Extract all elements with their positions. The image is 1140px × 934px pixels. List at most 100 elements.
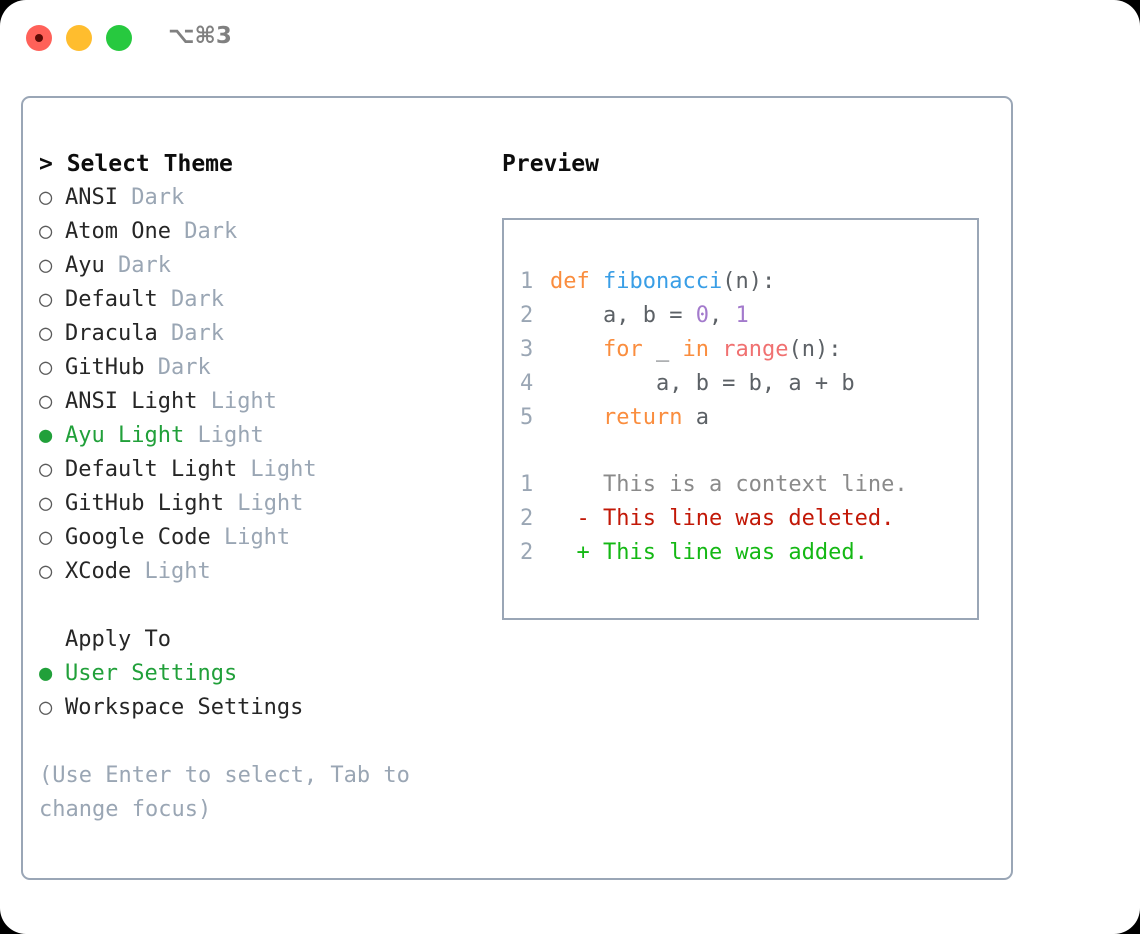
radio-unselected-icon: ○ <box>39 253 53 278</box>
code-token: , <box>708 303 736 328</box>
line-number: 2 <box>520 540 534 565</box>
theme-option[interactable]: ○ GitHub Dark <box>39 351 489 385</box>
theme-variant-tag: Light <box>131 559 211 584</box>
code-token <box>550 405 603 430</box>
maximize-button[interactable] <box>106 25 132 51</box>
apply-to-option[interactable]: ○Workspace Settings <box>39 691 489 725</box>
theme-variant-tag: Dark <box>157 321 224 346</box>
theme-list[interactable]: ○ANSI Dark○Atom One Dark○Ayu Dark○Defaul… <box>39 181 489 589</box>
code-token: 1 <box>735 303 749 328</box>
radio-unselected-icon: ○ <box>39 287 53 312</box>
close-icon <box>35 34 43 42</box>
radio-unselected-icon: ○ <box>39 185 53 210</box>
radio-selected-icon: ● <box>39 661 53 686</box>
theme-name: Google Code <box>65 525 211 550</box>
apply-to-header: Apply To <box>65 627 171 652</box>
diff-line: 2 + This line was added. <box>520 536 971 570</box>
code-token: range <box>722 337 789 362</box>
theme-option[interactable]: ○Ayu Dark <box>39 249 489 283</box>
minimize-button[interactable] <box>66 25 92 51</box>
radio-unselected-icon: ○ <box>39 525 53 550</box>
title-bar: ⌥⌘3 <box>0 0 1140 78</box>
theme-option[interactable]: ○ Default Dark <box>39 283 489 317</box>
radio-unselected-icon: ○ <box>39 457 53 482</box>
theme-option[interactable]: ○ Google Code Light <box>39 521 489 555</box>
theme-option[interactable]: ○Atom One Dark <box>39 215 489 249</box>
apply-to-option[interactable]: ● User Settings <box>39 657 489 691</box>
theme-option[interactable]: ○ XCode Light <box>39 555 489 589</box>
line-number: 5 <box>520 405 534 430</box>
keyboard-shortcut-label: ⌥⌘3 <box>168 23 232 49</box>
line-number: 1 <box>520 472 534 497</box>
line-number: 1 <box>520 269 534 294</box>
apply-to-section: Apply To ● User Settings ○Workspace Settin… <box>39 623 489 725</box>
code-token: def <box>550 269 590 294</box>
theme-name: ANSI <box>65 185 118 210</box>
apply-to-label: User Settings <box>65 661 238 686</box>
theme-variant-tag: Dark <box>157 287 224 312</box>
theme-option[interactable]: ○ANSI Light Light <box>39 385 489 419</box>
theme-name: Atom One <box>65 219 171 244</box>
theme-list-pane: > Select Theme ○ANSI Dark○Atom One Dark○… <box>39 147 489 827</box>
radio-unselected-icon: ○ <box>39 491 53 516</box>
theme-name: Default <box>65 287 158 312</box>
theme-name: Default Light <box>65 457 238 482</box>
theme-name: XCode <box>65 559 132 584</box>
keyboard-hint: (Use Enter to select, Tab to change focu… <box>39 763 424 822</box>
code-token: a, b = <box>550 303 696 328</box>
code-line: 3 for _ in range(n): <box>520 333 971 367</box>
code-token: (n): <box>788 337 842 362</box>
diff-text: This is a context line. <box>550 472 908 497</box>
radio-unselected-icon: ○ <box>39 355 53 380</box>
select-theme-header: > Select Theme <box>39 151 233 177</box>
radio-selected-icon: ● <box>39 423 53 448</box>
theme-option[interactable]: ● Ayu Light Light <box>39 419 489 453</box>
theme-variant-tag: Dark <box>117 185 185 210</box>
theme-name: GitHub Light <box>65 491 224 516</box>
theme-option[interactable]: ○ ANSI Dark <box>39 181 489 215</box>
code-token: a <box>682 405 709 430</box>
theme-name: ANSI Light <box>65 389 198 414</box>
code-token: in <box>682 337 709 362</box>
line-number: 3 <box>520 337 534 362</box>
apply-to-options[interactable]: ● User Settings ○Workspace Settings <box>39 657 489 725</box>
radio-unselected-icon: ○ <box>39 321 53 346</box>
code-token: for <box>602 337 643 362</box>
theme-variant-tag: Dark <box>104 253 171 278</box>
theme-variant-tag: Light <box>210 525 291 550</box>
apply-to-label: Workspace Settings <box>65 695 304 720</box>
diff-text: + This line was added. <box>550 540 868 565</box>
diff-sample: 1 This is a context line.2 - This line w… <box>520 468 971 570</box>
diff-text: - This line was deleted. <box>550 506 895 531</box>
theme-variant-tag: Light <box>184 423 264 448</box>
diff-line: 1 This is a context line. <box>520 468 971 502</box>
theme-name: Ayu Light <box>65 423 185 448</box>
preview-title: Preview <box>502 151 599 177</box>
diff-line: 2 - This line was deleted. <box>520 502 971 536</box>
code-token <box>550 337 603 362</box>
code-token: a, b = b, a + b <box>550 371 855 396</box>
theme-option[interactable]: ○Dracula Dark <box>39 317 489 351</box>
line-number: 4 <box>520 371 534 396</box>
theme-name: GitHub <box>65 355 145 380</box>
theme-variant-tag: Light <box>237 457 317 482</box>
theme-picker-card: > Select Theme ○ANSI Dark○Atom One Dark○… <box>21 96 1013 880</box>
line-number: 2 <box>520 303 534 328</box>
code-line: 5 return a <box>520 401 971 435</box>
radio-unselected-icon: ○ <box>39 559 53 584</box>
code-line: 4 a, b = b, a + b <box>520 367 971 401</box>
radio-unselected-icon: ○ <box>39 219 53 244</box>
theme-option[interactable]: ○ Default Light Light <box>39 453 489 487</box>
theme-option[interactable]: ○ GitHub Light Light <box>39 487 489 521</box>
code-token: _ <box>642 337 683 362</box>
code-token: fibonacci <box>603 269 723 294</box>
radio-unselected-icon: ○ <box>39 389 53 414</box>
code-line: 2 a, b = 0, 1 <box>520 299 971 333</box>
theme-variant-tag: Light <box>223 491 304 516</box>
theme-variant-tag: Dark <box>144 355 211 380</box>
